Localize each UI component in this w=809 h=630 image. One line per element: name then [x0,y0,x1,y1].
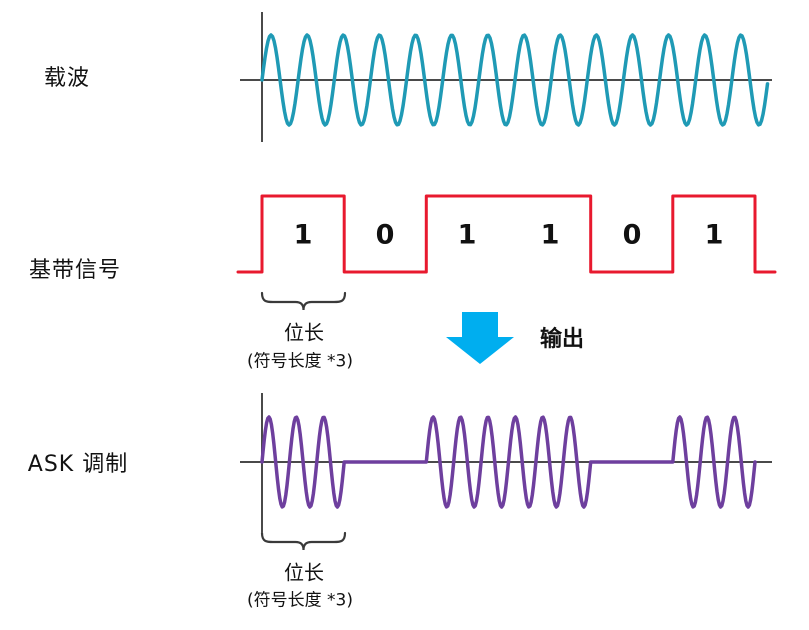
bit-value: 1 [293,219,313,251]
baseband-square-wave [236,194,777,274]
carrier-sine-wave [260,33,770,127]
ask-modulated-wave [260,415,757,509]
bit-value: 1 [704,219,724,251]
baseband-label: 基带信号 [28,258,122,283]
bit-value: 0 [622,219,642,251]
symbol-length-label-bottom: (符号长度 *3) [247,590,353,611]
output-arrow-icon [446,312,514,364]
bit-length-label-bottom: 位长 [284,560,324,585]
bit-value: 0 [375,219,395,251]
bit-value: 1 [540,219,560,251]
bit-value: 1 [457,219,477,251]
symbol-length-label-top: (符号长度 *3) [247,351,353,372]
bit-length-brace-top [260,291,347,311]
carrier-label: 载波 [43,66,91,91]
bit-length-label-top: 位长 [284,320,324,345]
bit-length-brace-bottom [260,531,347,551]
output-label: 输出 [539,327,585,352]
ask-label: ASK 调制 [27,452,129,477]
